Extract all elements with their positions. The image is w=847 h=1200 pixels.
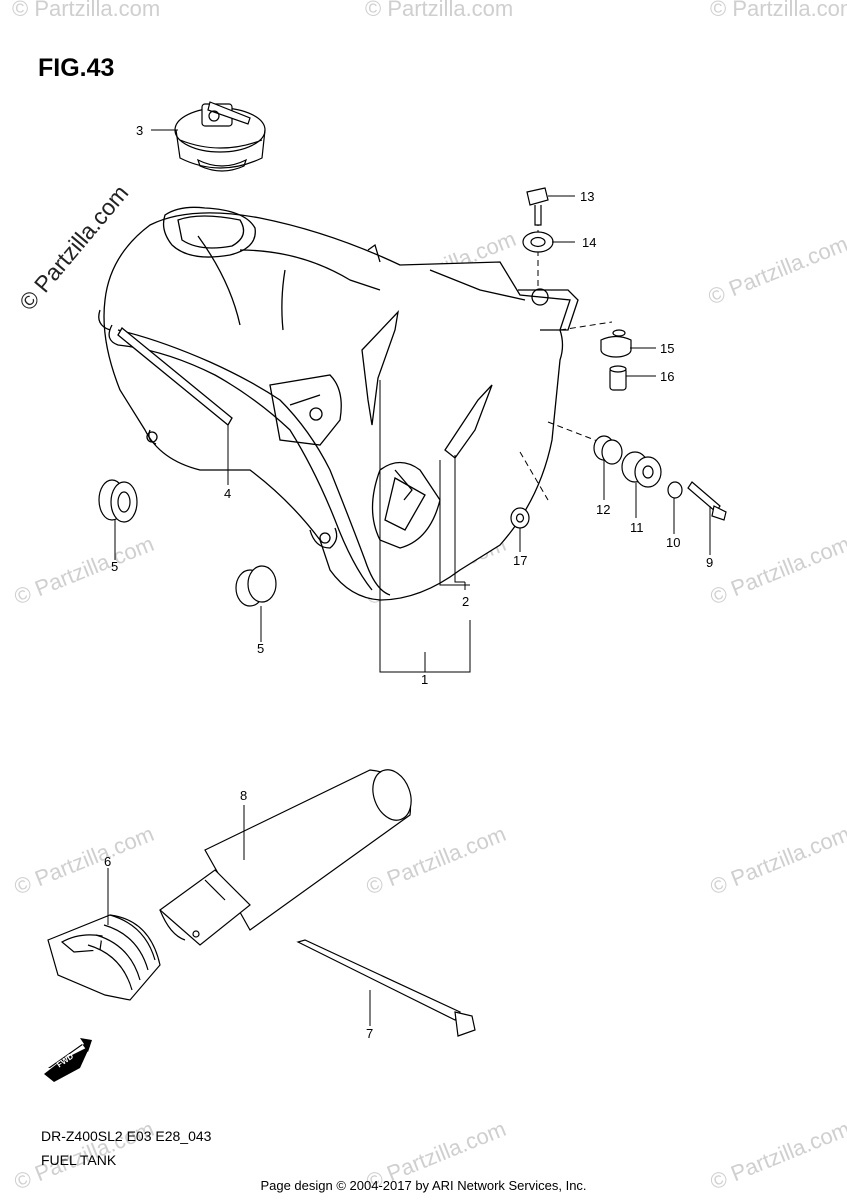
callouts: 3 13 14 15 16 12 11 10 9 17 4 5 5 2 1 8 … (104, 123, 713, 1041)
fwd-arrow-icon (44, 1038, 92, 1082)
cable-tie (296, 939, 476, 1037)
callout-4: 4 (224, 486, 231, 501)
watermark: © Partzilla.com (705, 231, 847, 310)
grommet-5b (235, 565, 277, 607)
collar-16 (609, 365, 627, 391)
callout-14: 14 (582, 235, 596, 250)
watermark-layer: © Partzilla.com © Partzilla.com © Partzi… (11, 0, 847, 1195)
collar-10 (667, 481, 683, 499)
protector-tube (159, 769, 412, 946)
cushion-11 (621, 451, 662, 488)
callout-17: 17 (513, 553, 527, 568)
watermark: © Partzilla.com (365, 0, 513, 21)
footer-credit: Page design © 2004-2017 by ARI Network S… (260, 1178, 587, 1193)
callout-16: 16 (660, 369, 674, 384)
fuel-tank (98, 206, 579, 601)
callout-10: 10 (666, 535, 680, 550)
callout-3: 3 (136, 123, 143, 138)
watermark: © Partzilla.com (12, 0, 160, 21)
nut-17 (510, 507, 530, 529)
bolt-9 (687, 481, 727, 521)
callout-12: 12 (596, 502, 610, 517)
callout-2: 2 (462, 594, 469, 609)
watermark: © Partzilla.com (11, 531, 158, 610)
clip (47, 914, 161, 1001)
diagram-caption: FUEL TANK (41, 1152, 117, 1168)
callout-13: 13 (580, 189, 594, 204)
callout-7: 7 (366, 1026, 373, 1041)
leader-lines (107, 129, 711, 1026)
grommet-5a (98, 479, 138, 523)
model-code: DR-Z400SL2 E03 E28_043 (41, 1128, 212, 1144)
cushion-12 (593, 435, 623, 465)
bolt-13 (526, 187, 549, 226)
callout-15: 15 (660, 341, 674, 356)
washer-14 (522, 231, 554, 253)
callout-1: 1 (421, 672, 428, 687)
callout-9: 9 (706, 555, 713, 570)
figure-title: FIG.43 (38, 54, 115, 82)
callout-6: 6 (104, 854, 111, 869)
fuel-cap (174, 101, 266, 172)
callout-8: 8 (240, 788, 247, 803)
watermark: © Partzilla.com (707, 531, 847, 610)
watermark: © Partzilla.com (11, 821, 158, 900)
callout-5: 5 (111, 559, 118, 574)
watermark: © Partzilla.com (707, 821, 847, 900)
callout-11: 11 (630, 520, 644, 535)
callout-5: 5 (257, 641, 264, 656)
cushion-15 (600, 329, 632, 358)
watermark: © Partzilla.com (710, 0, 847, 21)
